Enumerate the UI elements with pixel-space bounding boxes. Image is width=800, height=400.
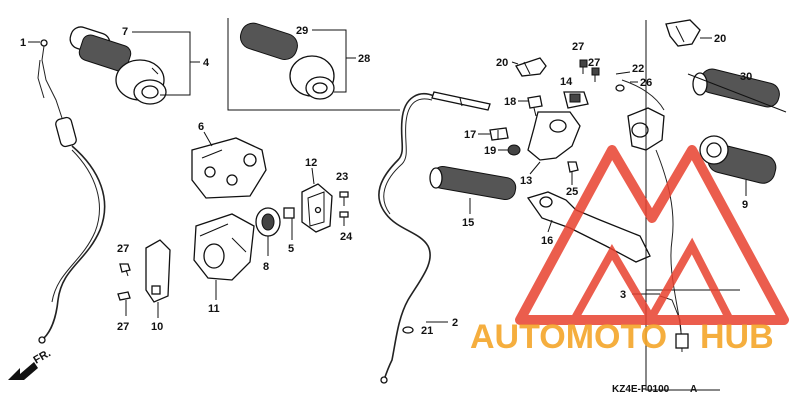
callout-6: 6 — [198, 121, 204, 133]
callout-5: 5 — [288, 243, 294, 255]
callout-18: 18 — [504, 96, 516, 108]
throttle-housing-lower — [193, 213, 255, 281]
callout-13: 13 — [520, 175, 532, 187]
callout-15: 15 — [462, 217, 474, 229]
callout-8: 8 — [263, 261, 269, 273]
callout-30: 30 — [740, 71, 752, 83]
callout-1: 1 — [20, 37, 26, 49]
callout-4: 4 — [203, 57, 210, 69]
watermark-text-left: AUTOMOTO — [470, 318, 667, 356]
callout-27-lower: 27 — [117, 321, 129, 333]
throttle-cable — [37, 39, 106, 344]
bolt-17 — [489, 127, 509, 141]
bolt-27-upper — [119, 263, 131, 277]
watermark-text-right: HUB — [700, 318, 774, 356]
screws-22-26 — [615, 71, 631, 92]
callout-22: 22 — [632, 63, 644, 75]
screw-23 — [339, 191, 349, 206]
callout-23: 23 — [336, 171, 348, 183]
callout-19: 19 — [484, 145, 496, 157]
front-direction-arrow — [8, 362, 38, 380]
callout-27-upper: 27 — [117, 243, 129, 255]
clutch-lever-holder — [527, 111, 581, 161]
throttle-pulley — [255, 207, 295, 237]
bolt-18 — [527, 95, 543, 117]
diagram-code: KZ4E-F0100 — [612, 384, 670, 395]
grip-9 — [699, 135, 777, 184]
bolt-27-lower — [117, 291, 131, 316]
screws-27-upper — [579, 59, 600, 82]
callout-27-mid: 27 — [588, 57, 600, 69]
nut-25 — [567, 161, 579, 173]
diagram-revision: A — [690, 384, 697, 395]
callout-20-right: 20 — [714, 33, 726, 45]
throttle-grip-assembly — [69, 26, 167, 105]
callout-26: 26 — [640, 77, 652, 89]
callout-25: 25 — [566, 186, 578, 198]
grip-30 — [692, 68, 780, 108]
cable-clip-20 — [515, 57, 547, 77]
handlebar-clamp — [145, 239, 171, 303]
callout-7: 7 — [122, 26, 128, 38]
callout-17: 17 — [464, 129, 476, 141]
screw-24 — [339, 211, 349, 226]
nut-19 — [507, 144, 521, 156]
callout-29: 29 — [296, 25, 308, 37]
callout-24: 24 — [340, 231, 353, 243]
box-frame — [227, 18, 400, 111]
callout-11: 11 — [208, 303, 220, 315]
leader-7-4 — [132, 31, 191, 96]
watermark-logo — [515, 145, 789, 325]
callout-28: 28 — [358, 53, 370, 65]
cable-clip-20b — [665, 19, 701, 47]
throttle-housing-upper — [191, 137, 267, 199]
leader-29-28 — [312, 29, 347, 93]
fr-label: FR. — [32, 347, 53, 366]
callout-10: 10 — [151, 321, 163, 333]
callout-14: 14 — [560, 76, 573, 88]
grip-15 — [429, 165, 517, 201]
switch-14 — [563, 91, 589, 109]
callout-16: 16 — [541, 235, 553, 247]
callout-2: 2 — [452, 317, 458, 329]
callout-20-left: 20 — [496, 57, 508, 69]
throttle-cover — [301, 183, 333, 233]
grip-assembly-boxed — [239, 22, 335, 100]
callout-27-top: 27 — [572, 41, 584, 53]
callout-21: 21 — [421, 325, 433, 337]
callout-9: 9 — [742, 199, 748, 211]
callout-3: 3 — [620, 289, 626, 301]
clutch-cable — [378, 91, 491, 384]
callout-12: 12 — [305, 157, 317, 169]
